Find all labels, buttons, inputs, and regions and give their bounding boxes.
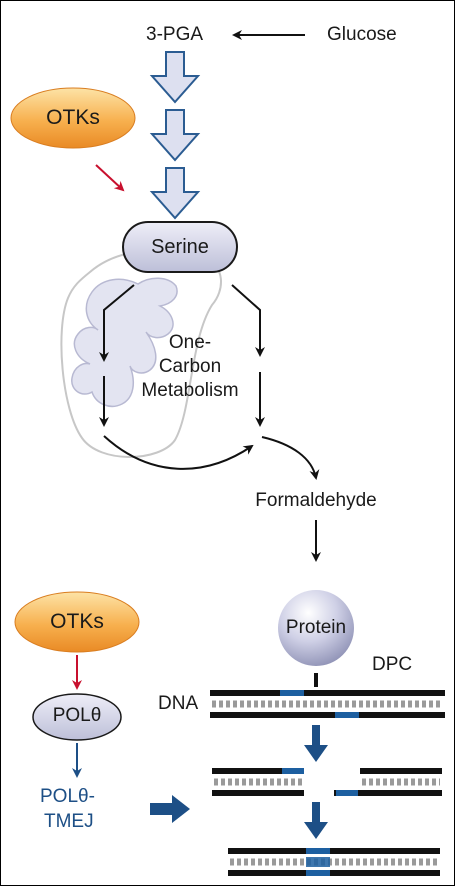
otks-top-label: OTKs bbox=[46, 106, 100, 129]
serine-to-right-branch-arrow bbox=[231, 284, 265, 357]
dpc-to-break-arrow bbox=[304, 725, 328, 762]
block-arrow-1 bbox=[149, 51, 201, 104]
polq-node bbox=[32, 693, 122, 741]
break-to-repair-arrow bbox=[304, 802, 328, 839]
polq-label: POLθ bbox=[52, 705, 102, 726]
tmej-to-repair-block-arrow bbox=[150, 795, 190, 823]
otks-bottom-node bbox=[14, 591, 140, 653]
protein-node bbox=[278, 590, 354, 666]
serine-label: Serine bbox=[151, 236, 209, 258]
tmej-label-line2: TMEJ bbox=[44, 811, 94, 832]
serine-to-left-branch-arrow bbox=[99, 284, 135, 362]
block-arrow-3 bbox=[149, 167, 201, 220]
otks-top-node bbox=[10, 87, 136, 149]
glucose-label: Glucose bbox=[327, 24, 397, 45]
one-carbon-label-line1: One- bbox=[168, 332, 212, 353]
otks-bottom-label: OTKs bbox=[50, 610, 104, 633]
formaldehyde-label: Formaldehyde bbox=[255, 490, 377, 511]
one-carbon-label-line3: Metabolism bbox=[141, 380, 239, 401]
otks-to-serine-red-arrow bbox=[95, 164, 125, 192]
protein-label: Protein bbox=[285, 617, 347, 638]
junction-to-formaldehyde-arrow bbox=[261, 436, 320, 480]
one-carbon-label-line2: Carbon bbox=[158, 356, 222, 377]
dna-duplex-crosslinked bbox=[210, 690, 445, 718]
dna-label: DNA bbox=[158, 693, 199, 714]
tmej-label-line1: POLθ- bbox=[40, 786, 95, 807]
3pga-label: 3-PGA bbox=[146, 24, 204, 45]
glycolysis-block-arrows bbox=[149, 51, 201, 220]
dpc-label: DPC bbox=[372, 654, 413, 675]
block-arrow-2 bbox=[149, 109, 201, 162]
dna-double-strand-break bbox=[212, 768, 442, 796]
serine-node bbox=[122, 221, 238, 273]
mitochondrion-cristae bbox=[71, 277, 178, 408]
dna-repaired bbox=[228, 848, 440, 876]
mito-to-junction-curve-arrow bbox=[103, 435, 254, 470]
